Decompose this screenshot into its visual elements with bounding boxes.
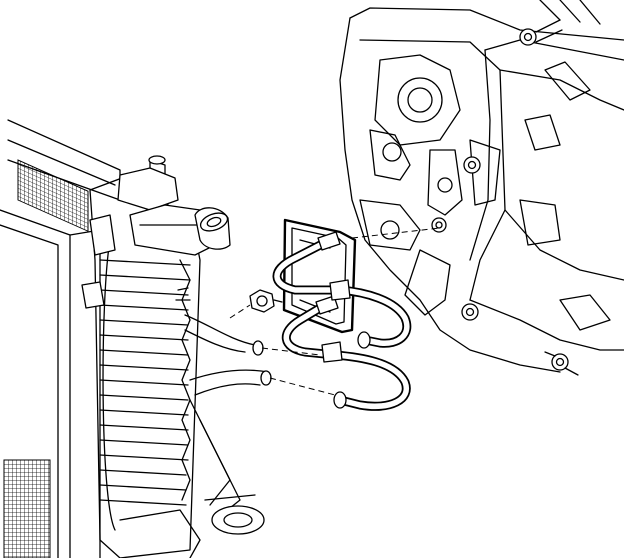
bolt-icon (463, 156, 481, 174)
radiator-outlet-elbow (129, 204, 231, 256)
bracket (81, 214, 191, 309)
bolt-icon (461, 303, 479, 321)
nut-icon (249, 289, 283, 313)
bolt-icon (519, 19, 563, 46)
alignment-lines (229, 227, 441, 396)
bolt-icon (544, 351, 579, 376)
radiator-lower-outlet (204, 494, 265, 535)
radiator-core (0, 119, 121, 558)
radiator-fittings (184, 314, 272, 396)
transmission-case (339, 0, 624, 373)
radiator-filler-neck (117, 155, 179, 211)
bolt-icon (431, 217, 447, 233)
transmission-cooler-lines (272, 218, 412, 411)
